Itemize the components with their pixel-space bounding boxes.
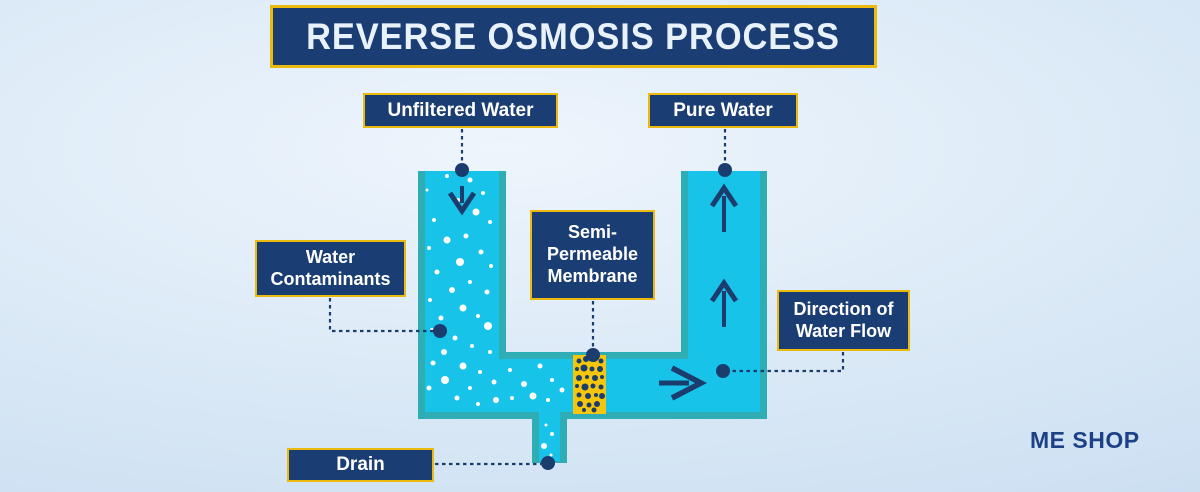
label-pure-water: Pure Water [648, 93, 798, 128]
label-text-line: Semi- [567, 222, 618, 243]
title-banner: REVERSE OSMOSIS PROCESS [270, 5, 877, 68]
brand-logo: ME SHOP [1030, 427, 1140, 453]
label-text-line: Permeable [546, 244, 639, 265]
up-arrow-icon [709, 183, 739, 232]
connector-dot [541, 456, 555, 470]
drain-particle-dots [541, 423, 554, 457]
connector-dot [716, 364, 730, 378]
label-text: Drain [336, 454, 385, 476]
label-direction-of-water-flow: Direction of Water Flow [777, 290, 910, 351]
right-arrow-icon [659, 365, 707, 401]
connector-dot [718, 163, 732, 177]
label-text-line: Contaminants [270, 268, 391, 289]
label-semi-permeable-membrane: Semi- Permeable Membrane [530, 210, 655, 300]
page-title: REVERSE OSMOSIS PROCESS [306, 15, 841, 57]
label-text-line: Direction of [793, 298, 894, 319]
label-drain: Drain [287, 448, 434, 482]
label-text-line: Membrane [547, 265, 638, 286]
label-text-line: Water Flow [795, 320, 892, 341]
up-arrow-icon [709, 278, 739, 327]
label-text: Pure Water [673, 99, 773, 121]
label-text-line: Water [305, 246, 356, 267]
label-text: Unfiltered Water [387, 99, 534, 121]
connector-lines [328, 129, 845, 470]
label-unfiltered-water: Unfiltered Water [363, 93, 558, 128]
connector-dot [586, 348, 600, 362]
connector-dot [433, 324, 447, 338]
label-water-contaminants: Water Contaminants [255, 240, 406, 297]
connector-dot [455, 163, 469, 177]
down-arrow-icon [447, 186, 477, 216]
